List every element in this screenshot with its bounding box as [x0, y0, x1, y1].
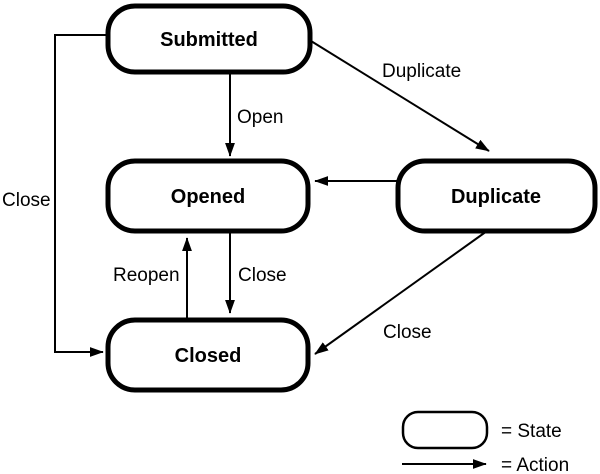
edge-submitted-to-closed: [54, 34, 108, 357]
state-duplicate-label: Duplicate: [451, 186, 541, 208]
edge-label-duplicate: Duplicate: [382, 61, 461, 82]
edge-submitted-to-duplicate: [310, 40, 490, 152]
edge-label-close-submitted-closed: Close: [2, 190, 51, 211]
state-duplicate-box: [395, 158, 598, 234]
state-opened-box: [105, 158, 311, 234]
state-closed-box: [105, 317, 311, 393]
legend: = State = Action: [401, 410, 569, 474]
edge-label-close-duplicate-closed: Close: [383, 322, 432, 343]
state-submitted: Submitted: [105, 3, 313, 75]
edge-label-reopen: Reopen: [113, 265, 180, 286]
state-closed: Closed: [105, 317, 311, 393]
state-closed-label: Closed: [175, 345, 242, 367]
state-opened-label: Opened: [171, 186, 245, 208]
state-opened: Opened: [105, 158, 311, 234]
state-submitted-box: [105, 3, 313, 75]
legend-action-label: = Action: [501, 455, 569, 474]
legend-state-label: = State: [501, 421, 562, 442]
edge-label-close-opened-closed: Close: [238, 265, 287, 286]
state-submitted-label: Submitted: [160, 29, 258, 51]
edge-duplicate-to-closed: [314, 230, 488, 355]
edge-label-open: Open: [237, 107, 283, 128]
legend-state-shape: [401, 410, 489, 450]
state-duplicate: Duplicate: [395, 158, 598, 234]
